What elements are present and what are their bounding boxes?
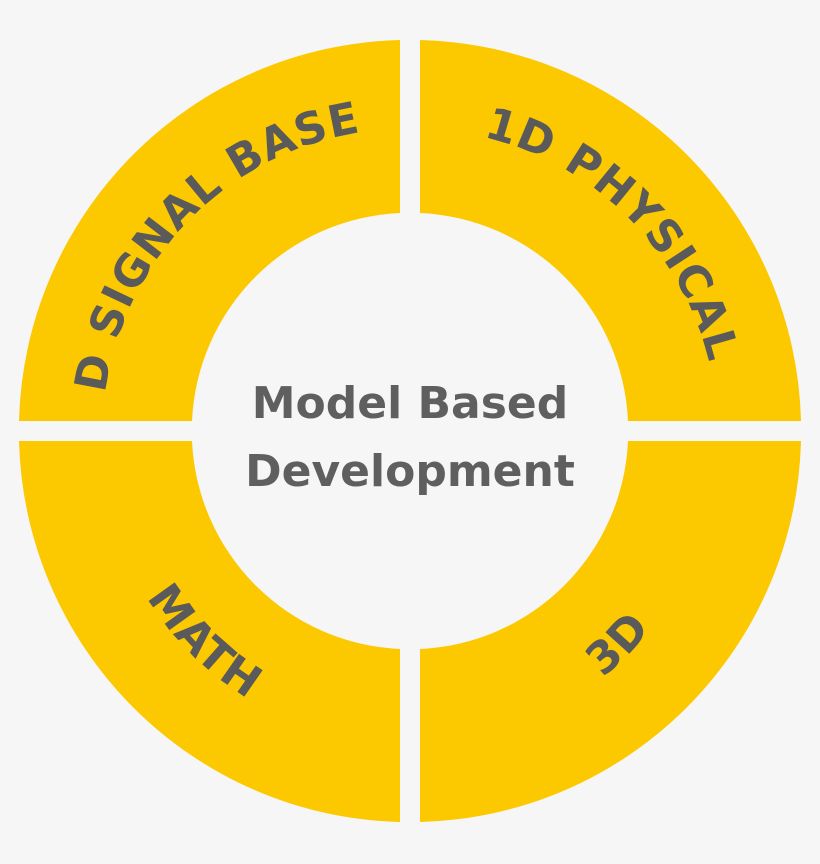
segment-shape <box>420 441 801 822</box>
center-title-line-2: Development <box>245 446 575 497</box>
segment-math: MATH <box>19 441 400 822</box>
segment-shape <box>19 40 400 421</box>
segment-shape <box>19 441 400 822</box>
center-title: Model Based Development <box>245 378 575 497</box>
center-title-line-1: Model Based <box>252 378 569 429</box>
segment-3d: 3D <box>420 441 801 822</box>
segment-1d-signal-based: 1D SIGNAL BASED <box>0 0 400 421</box>
segment-1d-physical: 1D PHYSICAL <box>420 40 801 421</box>
segment-shape <box>420 40 801 421</box>
